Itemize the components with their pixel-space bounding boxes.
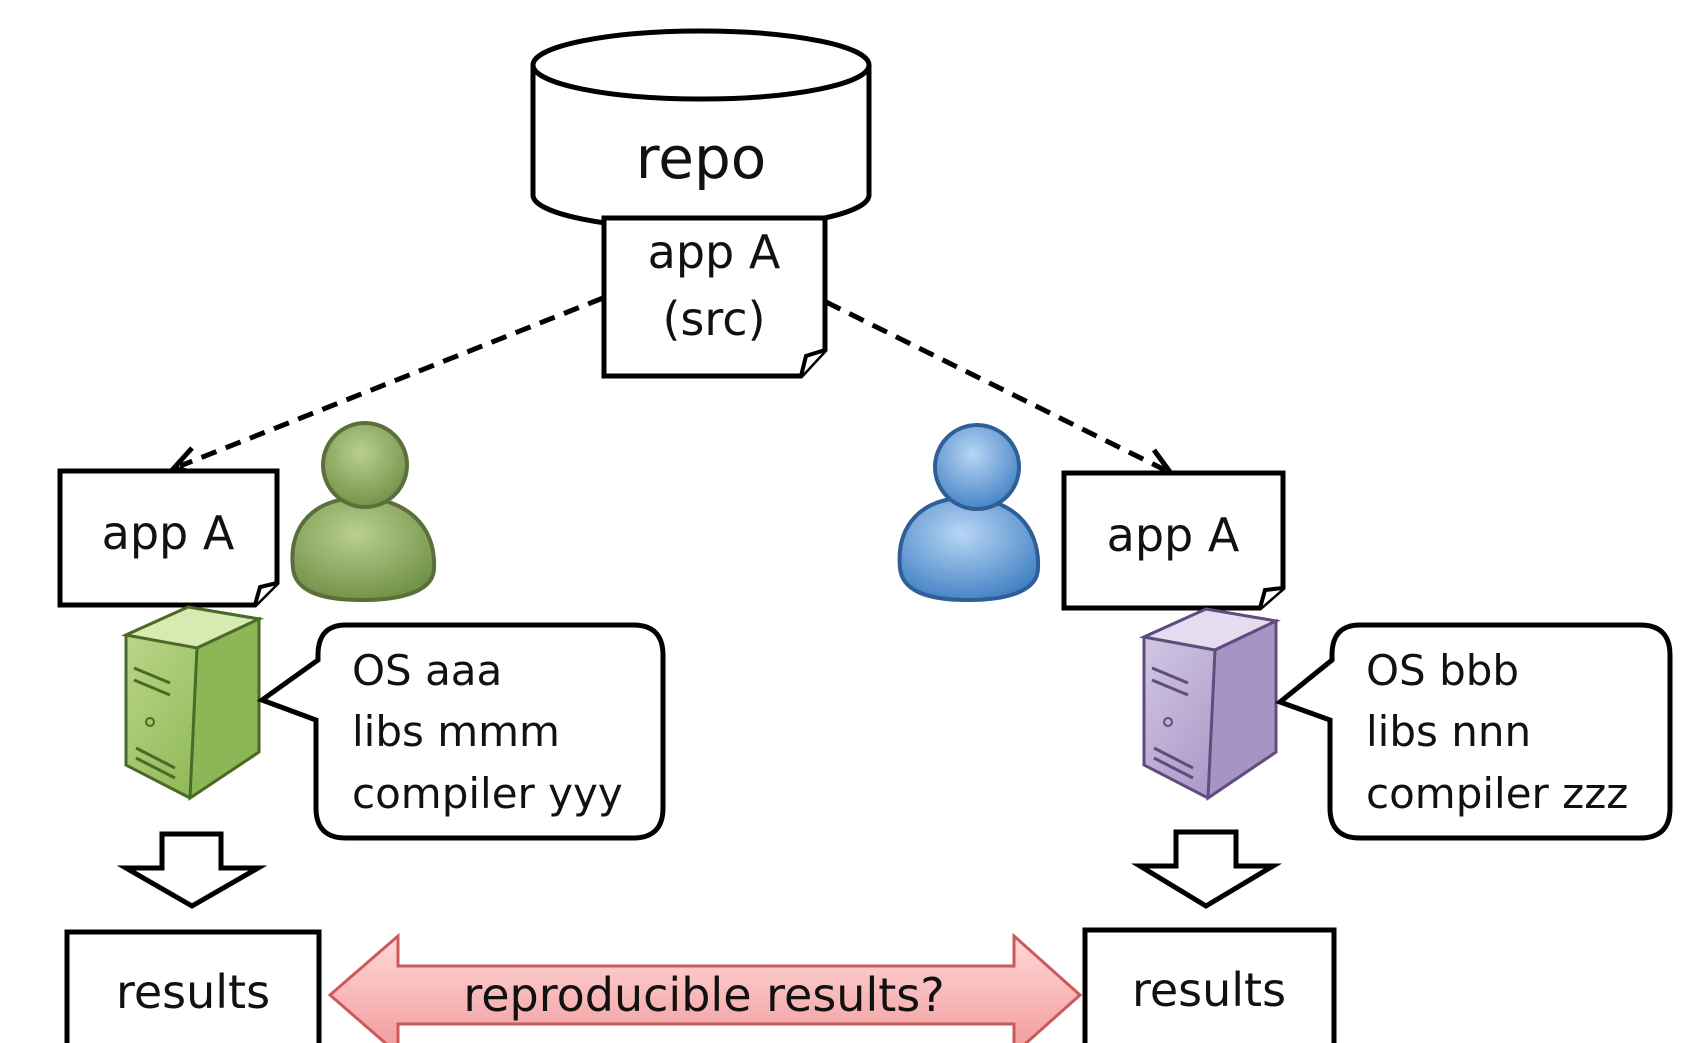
right-libs-text: libs nnn xyxy=(1366,707,1531,756)
left-server-icon xyxy=(121,605,264,801)
right-os-text: OS bbb xyxy=(1366,646,1519,695)
left-results-label: results xyxy=(116,965,270,1019)
left-environment-callout: OS aaa libs mmm compiler yyy xyxy=(256,622,666,841)
repo-cylinder: repo xyxy=(530,28,872,232)
left-libs-text: libs mmm xyxy=(352,707,560,756)
left-results-box: results xyxy=(64,929,322,1043)
source-doc-line1: app A xyxy=(648,225,781,279)
reproducible-label: reproducible results? xyxy=(463,968,944,1022)
right-app-label: app A xyxy=(1107,508,1240,562)
left-app-label: app A xyxy=(102,506,235,560)
source-doc-line2: (src) xyxy=(662,292,765,346)
left-down-arrow xyxy=(116,831,268,909)
reproducible-double-arrow: reproducible results? xyxy=(327,932,1083,1043)
right-environment-callout: OS bbb libs nnn compiler zzz xyxy=(1274,622,1673,841)
source-document: app A (src) xyxy=(601,215,828,379)
left-app-document: app A xyxy=(57,468,280,608)
repo-label: repo xyxy=(636,124,767,192)
left-user-icon xyxy=(290,421,437,603)
right-app-document: app A xyxy=(1061,470,1286,611)
right-compiler-text: compiler zzz xyxy=(1366,769,1628,818)
right-server-icon xyxy=(1139,607,1281,801)
right-down-arrow xyxy=(1131,829,1283,909)
right-results-box: results xyxy=(1082,927,1337,1043)
right-results-label: results xyxy=(1132,963,1286,1017)
right-user-icon xyxy=(897,423,1041,603)
left-compiler-text: compiler yyy xyxy=(352,769,623,818)
left-os-text: OS aaa xyxy=(352,646,502,695)
